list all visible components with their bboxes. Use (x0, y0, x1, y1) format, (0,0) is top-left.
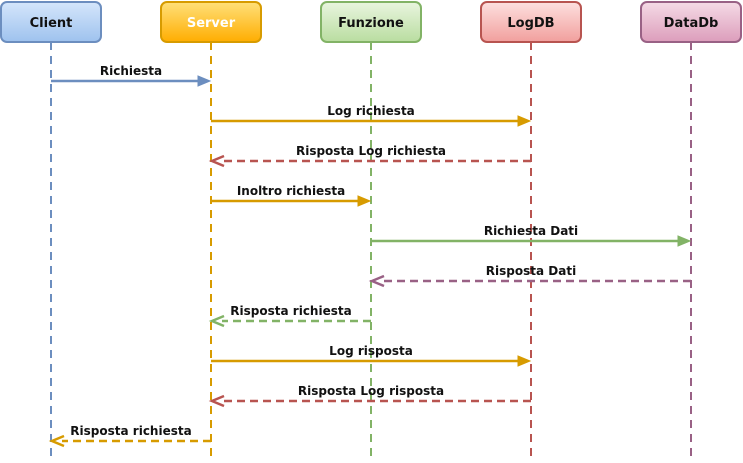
message-7: Risposta richiesta (208, 304, 371, 328)
actor-client: Client (0, 1, 102, 43)
message-10: Risposta richiesta (48, 424, 211, 448)
message-label: Risposta Log risposta (298, 384, 444, 398)
arrowhead-filled (517, 115, 532, 127)
message-label: Richiesta Dati (484, 224, 578, 238)
arrowhead-open (368, 274, 385, 288)
actor-logdb: LogDB (480, 1, 582, 43)
actor-server: Server (160, 1, 262, 43)
actor-label-logdb: LogDB (507, 16, 554, 31)
arrowhead-open (208, 154, 225, 168)
message-label: Risposta Dati (486, 264, 576, 278)
actors: Client Server Funzione LogDB DataDb (0, 1, 742, 43)
actor-box-logdb (480, 1, 582, 43)
arrowhead-open (48, 434, 65, 448)
message-9: Risposta Log risposta (208, 384, 531, 408)
message-label: Risposta richiesta (70, 424, 191, 438)
lifelines (50, 42, 692, 462)
arrowhead-filled (357, 195, 372, 207)
actor-label-datadb: DataDb (664, 16, 719, 31)
message-2: Log richiesta (211, 104, 532, 127)
message-5: Richiesta Dati (371, 224, 692, 247)
arrowhead-filled (517, 355, 532, 367)
message-label: Risposta richiesta (230, 304, 351, 318)
actor-box-client (0, 1, 102, 43)
message-label: Inoltro richiesta (237, 184, 345, 198)
actor-label-funzione: Funzione (338, 16, 404, 31)
message-label: Risposta Log richiesta (296, 144, 446, 158)
arrowhead-open (208, 314, 225, 328)
arrowhead-filled (677, 235, 692, 247)
message-6: Risposta Dati (368, 264, 691, 288)
message-3: Risposta Log richiesta (208, 144, 531, 168)
message-1: Richiesta (51, 64, 212, 87)
message-4: Inoltro richiesta (211, 184, 372, 207)
actor-label-client: Client (30, 16, 73, 31)
arrowhead-filled (197, 75, 212, 87)
actor-box-datadb (640, 1, 742, 43)
actor-funzione: Funzione (320, 1, 422, 43)
message-label: Log richiesta (327, 104, 415, 118)
actor-box-funzione (320, 1, 422, 43)
actor-label-server: Server (187, 16, 236, 31)
message-8: Log risposta (211, 344, 532, 367)
arrowhead-open (208, 394, 225, 408)
actor-datadb: DataDb (640, 1, 742, 43)
actor-box-server (160, 1, 262, 43)
message-label: Log risposta (329, 344, 413, 358)
message-label: Richiesta (100, 64, 162, 78)
